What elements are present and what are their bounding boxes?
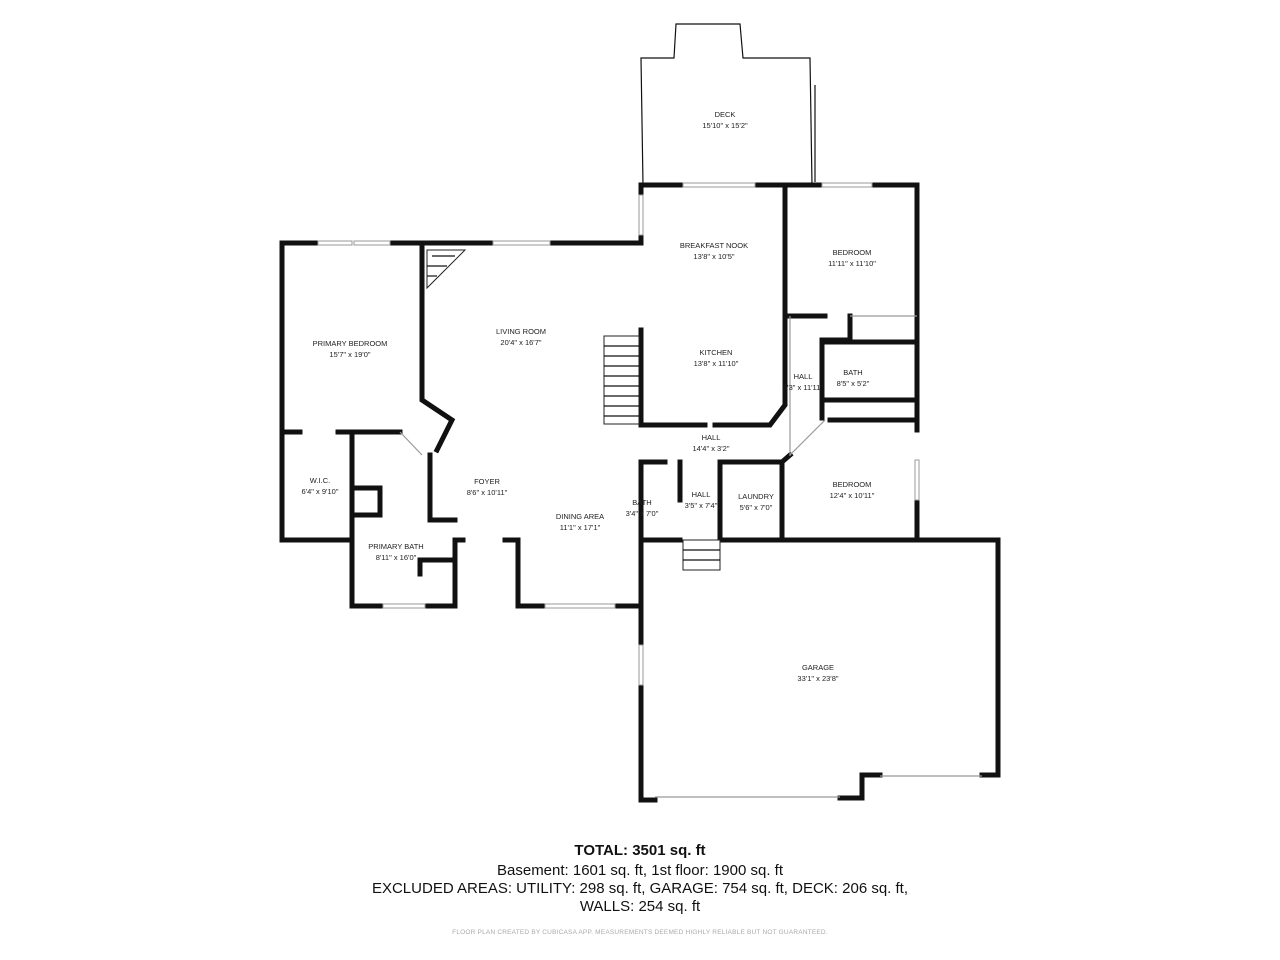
room-dims-deck: 15'10" x 15'2" [702, 121, 748, 130]
room-dims-kitchen: 13'8" x 11'10" [694, 359, 739, 368]
room-dims-wic: 6'4" x 9'10" [302, 487, 339, 496]
room-name-primary-bath: PRIMARY BATH [368, 542, 423, 551]
excluded-areas: EXCLUDED AREAS: UTILITY: 298 sq. ft, GAR… [371, 880, 909, 897]
room-dims-foyer: 8'6" x 10'11" [467, 488, 508, 497]
room-dims-bath-2: 3'4" x 7'0" [626, 509, 659, 518]
room-name-garage: GARAGE [802, 663, 834, 672]
room-name-bath-1: BATH [843, 368, 862, 377]
room-name-primary-bedroom: PRIMARY BEDROOM [313, 339, 388, 348]
walls [279, 182, 1001, 803]
room-name-bedroom-1: BEDROOM [833, 248, 872, 257]
area-breakdown: Basement: 1601 sq. ft, 1st floor: 1900 s… [497, 862, 783, 879]
room-dims-bedroom-2: 12'4" x 10'11" [830, 491, 875, 500]
room-name-hall-1: HALL [794, 372, 813, 381]
room-name-wic: W.I.C. [310, 476, 330, 485]
room-dims-hall-1: 3'3" x 11'11" [783, 383, 823, 392]
room-labels: DECK 15'10" x 15'2" BREAKFAST NOOK 13'8"… [302, 110, 877, 683]
credit-note: FLOOR PLAN CREATED BY CUBICASA APP. MEAS… [452, 929, 828, 936]
room-dims-breakfast-nook: 13'8" x 10'5" [693, 252, 734, 261]
total-area: TOTAL: 3501 sq. ft [574, 842, 706, 859]
room-dims-garage: 33'1" x 23'8" [797, 674, 838, 683]
deck-outline [640, 23, 816, 186]
windows [317, 182, 982, 798]
room-dims-primary-bedroom: 15'7" x 19'0" [329, 350, 370, 359]
room-dims-hall-3: 3'5" x 7'4" [685, 501, 718, 510]
room-dims-bath-1: 8'5" x 5'2" [837, 379, 870, 388]
walls-area: WALLS: 254 sq. ft [579, 898, 701, 915]
room-dims-dining-area: 11'1" x 17'1" [560, 523, 601, 532]
room-name-kitchen: KITCHEN [700, 348, 733, 357]
room-name-hall-2: HALL [702, 433, 721, 442]
stairs [426, 249, 721, 571]
room-name-dining-area: DINING AREA [556, 512, 604, 521]
room-name-deck: DECK [715, 110, 736, 119]
room-dims-primary-bath: 8'11" x 16'0" [376, 553, 417, 562]
room-dims-bedroom-1: 11'11" x 11'10" [828, 259, 876, 268]
room-dims-laundry: 5'6" x 7'0" [740, 503, 773, 512]
room-dims-hall-2: 14'4" x 3'2" [693, 444, 730, 453]
room-name-breakfast-nook: BREAKFAST NOOK [680, 241, 748, 250]
room-name-hall-3: HALL [692, 490, 711, 499]
room-name-bath-2: BATH [632, 498, 651, 507]
room-name-laundry: LAUNDRY [738, 492, 774, 501]
room-dims-living-room: 20'4" x 16'7" [500, 338, 541, 347]
room-name-bedroom-2: BEDROOM [833, 480, 872, 489]
room-name-foyer: FOYER [474, 477, 500, 486]
room-name-living-room: LIVING ROOM [496, 327, 546, 336]
